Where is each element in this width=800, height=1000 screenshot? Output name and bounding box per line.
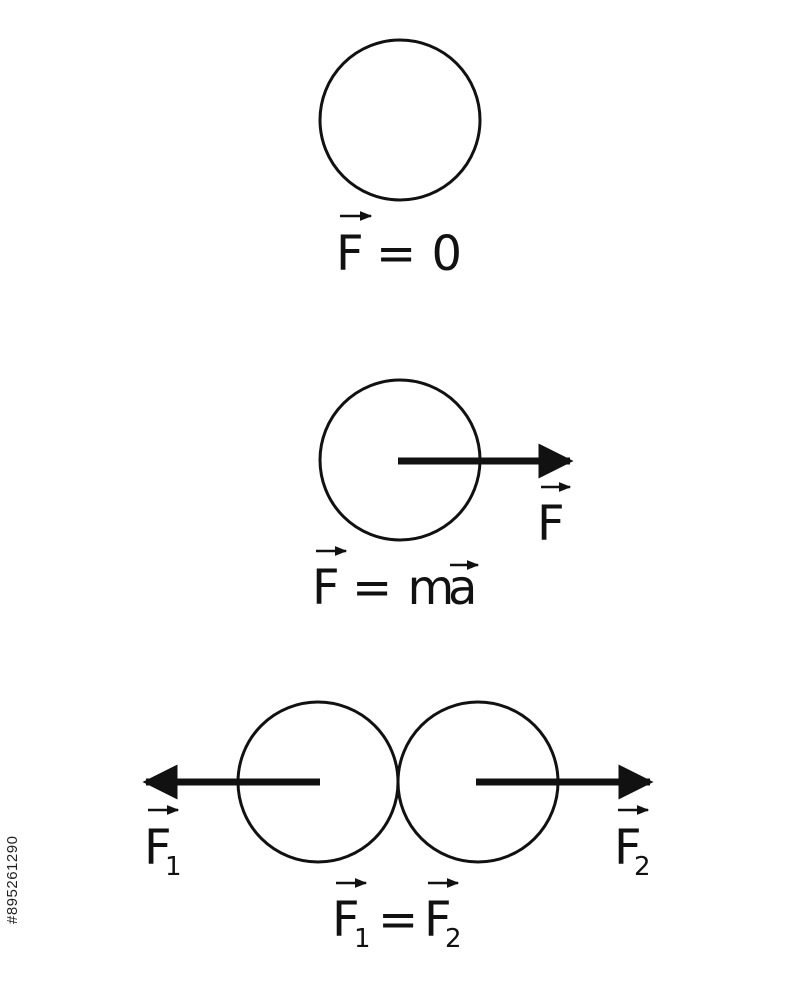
force-arrow-label: F <box>537 496 565 552</box>
panel-newton-second-law: F F = m a <box>312 378 574 616</box>
equation-f1-subscript: 1 <box>354 924 371 954</box>
force-symbol: F <box>312 560 340 616</box>
right-force-symbol: F <box>614 820 642 876</box>
body-circle <box>318 38 482 202</box>
equation-f2-symbol: F <box>424 892 452 948</box>
equation-f2-subscript: 2 <box>445 924 462 954</box>
equation-rhs: = 0 <box>376 226 462 282</box>
left-force-subscript: 1 <box>165 852 182 882</box>
stock-id-watermark: #895261290 <box>4 835 21 925</box>
equation-f1-symbol: F <box>332 892 360 948</box>
left-force-symbol: F <box>144 820 172 876</box>
right-force-subscript: 2 <box>634 852 651 882</box>
acceleration-symbol: a <box>448 560 477 616</box>
panel-newton-third-law: F 1 F 2 F 1 = F 2 <box>142 700 654 954</box>
panel-zero-force: F = 0 <box>318 38 482 282</box>
equation-equals: = <box>378 892 418 948</box>
force-symbol: F <box>336 226 364 282</box>
equation-middle: = m <box>352 560 454 616</box>
